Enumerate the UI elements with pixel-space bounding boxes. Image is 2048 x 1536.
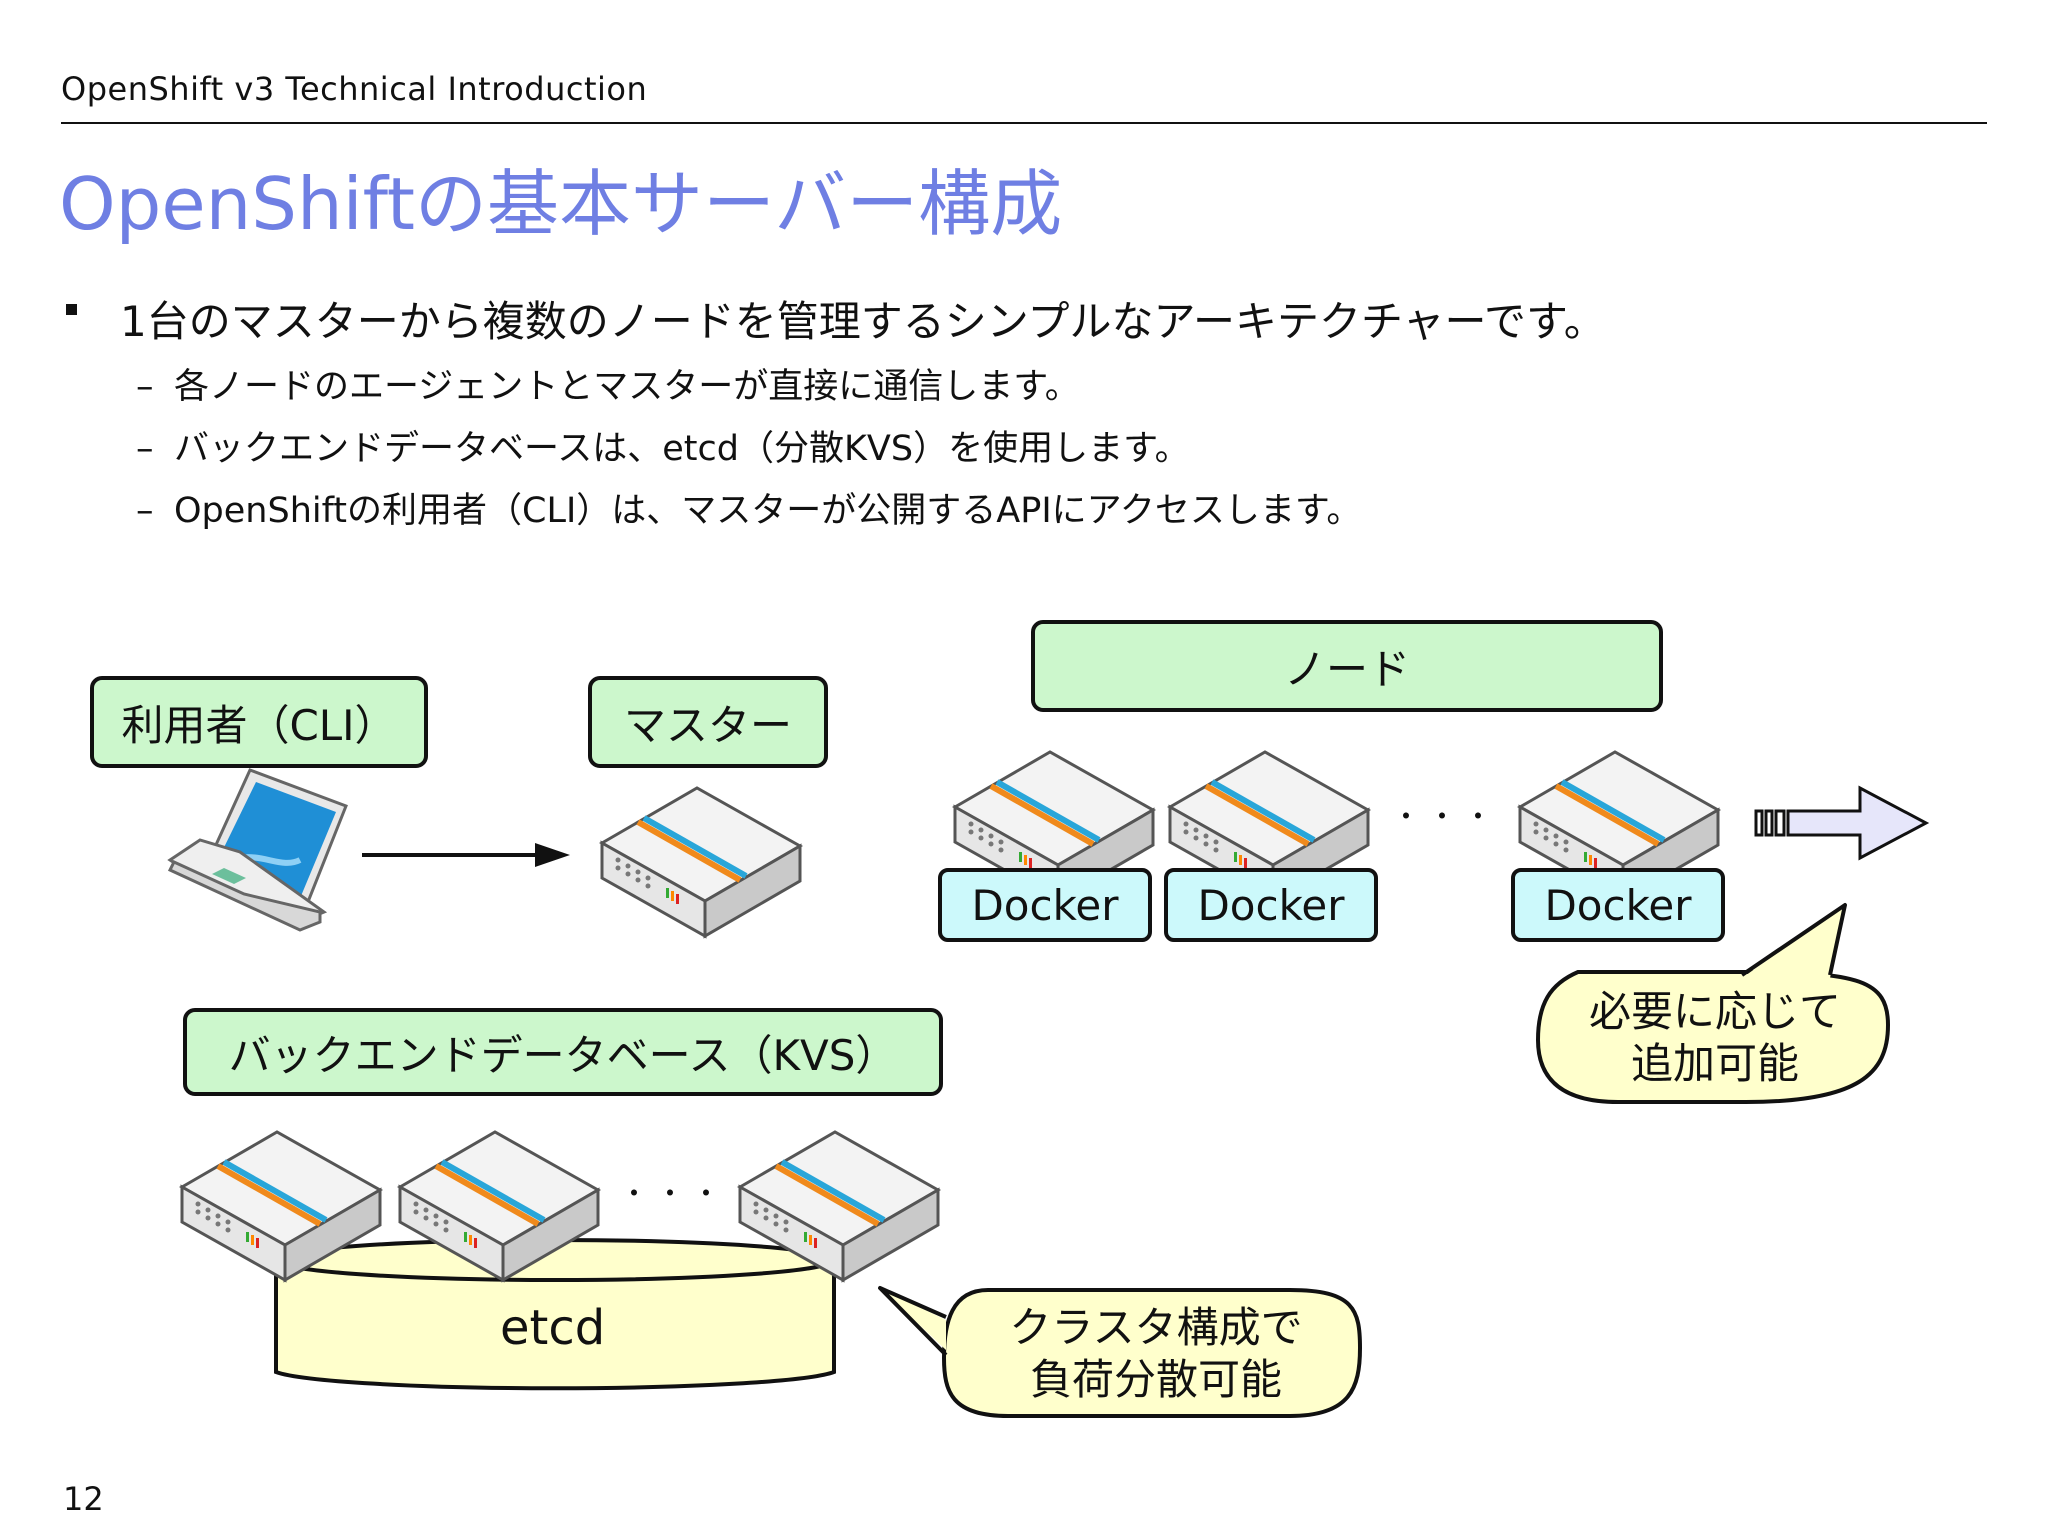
- etcd-ellipsis: ・・・: [620, 1177, 729, 1210]
- callout-etcd-shape: [878, 1286, 1363, 1418]
- docker-label: Docker: [938, 868, 1152, 942]
- laptop-icon: [167, 768, 348, 932]
- user-label: 利用者（CLI）: [90, 676, 428, 768]
- dash: –: [136, 491, 154, 531]
- docker-label: Docker: [1511, 868, 1725, 942]
- subbullet-2: –バックエンドデータベースは、etcd（分散KVS）を使用します。: [136, 420, 1190, 471]
- dash: –: [136, 367, 154, 407]
- subbullet-text: OpenShiftの利用者（CLI）は、マスターが公開するAPIにアクセスします…: [174, 491, 1362, 531]
- arrow-right-icon: [1754, 785, 1930, 861]
- backend-label: バックエンドデータベース（KVS）: [183, 1008, 943, 1096]
- docker-label: Docker: [1164, 868, 1378, 942]
- subbullet-text: 各ノードのエージェントとマスターが直接に通信します。: [174, 367, 1080, 407]
- arrow-right-icon: [362, 843, 570, 867]
- bullet-marker: [66, 304, 77, 315]
- etcd-label: etcd: [500, 1300, 606, 1356]
- master-label: マスター: [588, 676, 828, 768]
- server-icon: [602, 788, 800, 936]
- dash: –: [136, 429, 154, 469]
- header-title: OpenShift v3 Technical Introduction: [61, 70, 648, 108]
- callout-etcd-text: クラスタ構成で 負荷分散可能: [1009, 1303, 1303, 1404]
- slide-title: OpenShiftの基本サーバー構成: [59, 162, 1063, 246]
- subbullet-3: –OpenShiftの利用者（CLI）は、マスターが公開するAPIにアクセスしま…: [136, 482, 1361, 533]
- header-rule: [61, 122, 1987, 124]
- subbullet-text: バックエンドデータベースは、etcd（分散KVS）を使用します。: [174, 429, 1190, 469]
- node-ellipsis: ・・・: [1392, 800, 1501, 833]
- bullet-main: 1台のマスターから複数のノードを管理するシンプルなアーキテクチャーです。: [120, 297, 1606, 346]
- callout-node-text: 必要に応じて 追加可能: [1588, 987, 1841, 1088]
- node-label: ノード: [1031, 620, 1663, 712]
- callout-node-shape: [1535, 903, 1891, 1104]
- subbullet-1: –各ノードのエージェントとマスターが直接に通信します。: [136, 358, 1080, 409]
- page-number: 12: [63, 1480, 104, 1518]
